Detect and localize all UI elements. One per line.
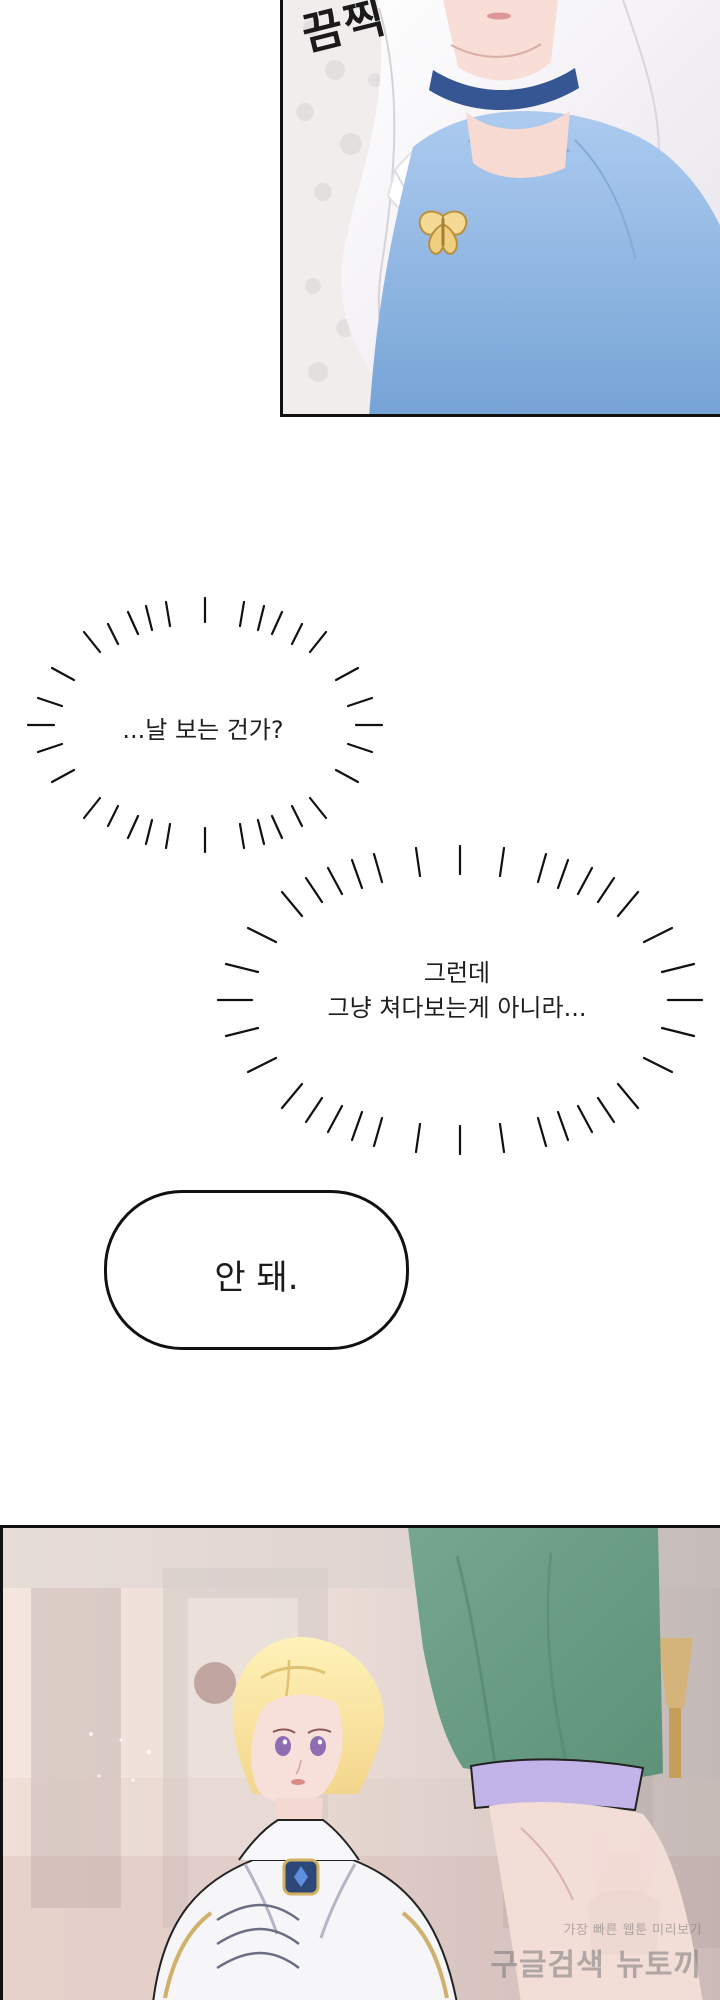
watermark-top-text: 가장 빠른 웹툰 미리보기 [563,1923,702,1938]
top-panel-art [283,0,720,414]
burst-bubble-2-text: 그런데 그냥 쳐다보는게 아니라... [262,956,652,1026]
watermark-main-text: 구글검색 뉴토끼 [490,1948,702,1983]
burst-bubble-2 [216,844,704,1156]
bottom-manga-panel: 가장 빠른 웹툰 미리보기 구글검색 뉴토끼 [0,1525,720,2000]
burst-bubble-1 [26,596,384,854]
top-manga-panel: 끔찍 [280,0,720,417]
bottom-panel-art [3,1528,720,2000]
burst-bubble-1-text: ...날 보는 건가? [122,716,284,744]
round-speech-bubble-text: 안 돼. [214,1258,299,1298]
burst-bubble-2-line-2: 그냥 쳐다보는게 아니라... [327,993,587,1022]
watermark: 가장 빠른 웹툰 미리보기 구글검색 뉴토끼 [490,1919,702,1984]
round-speech-bubble: 안 돼. [104,1190,409,1350]
burst-bubble-2-line-1: 그런데 [423,959,491,987]
